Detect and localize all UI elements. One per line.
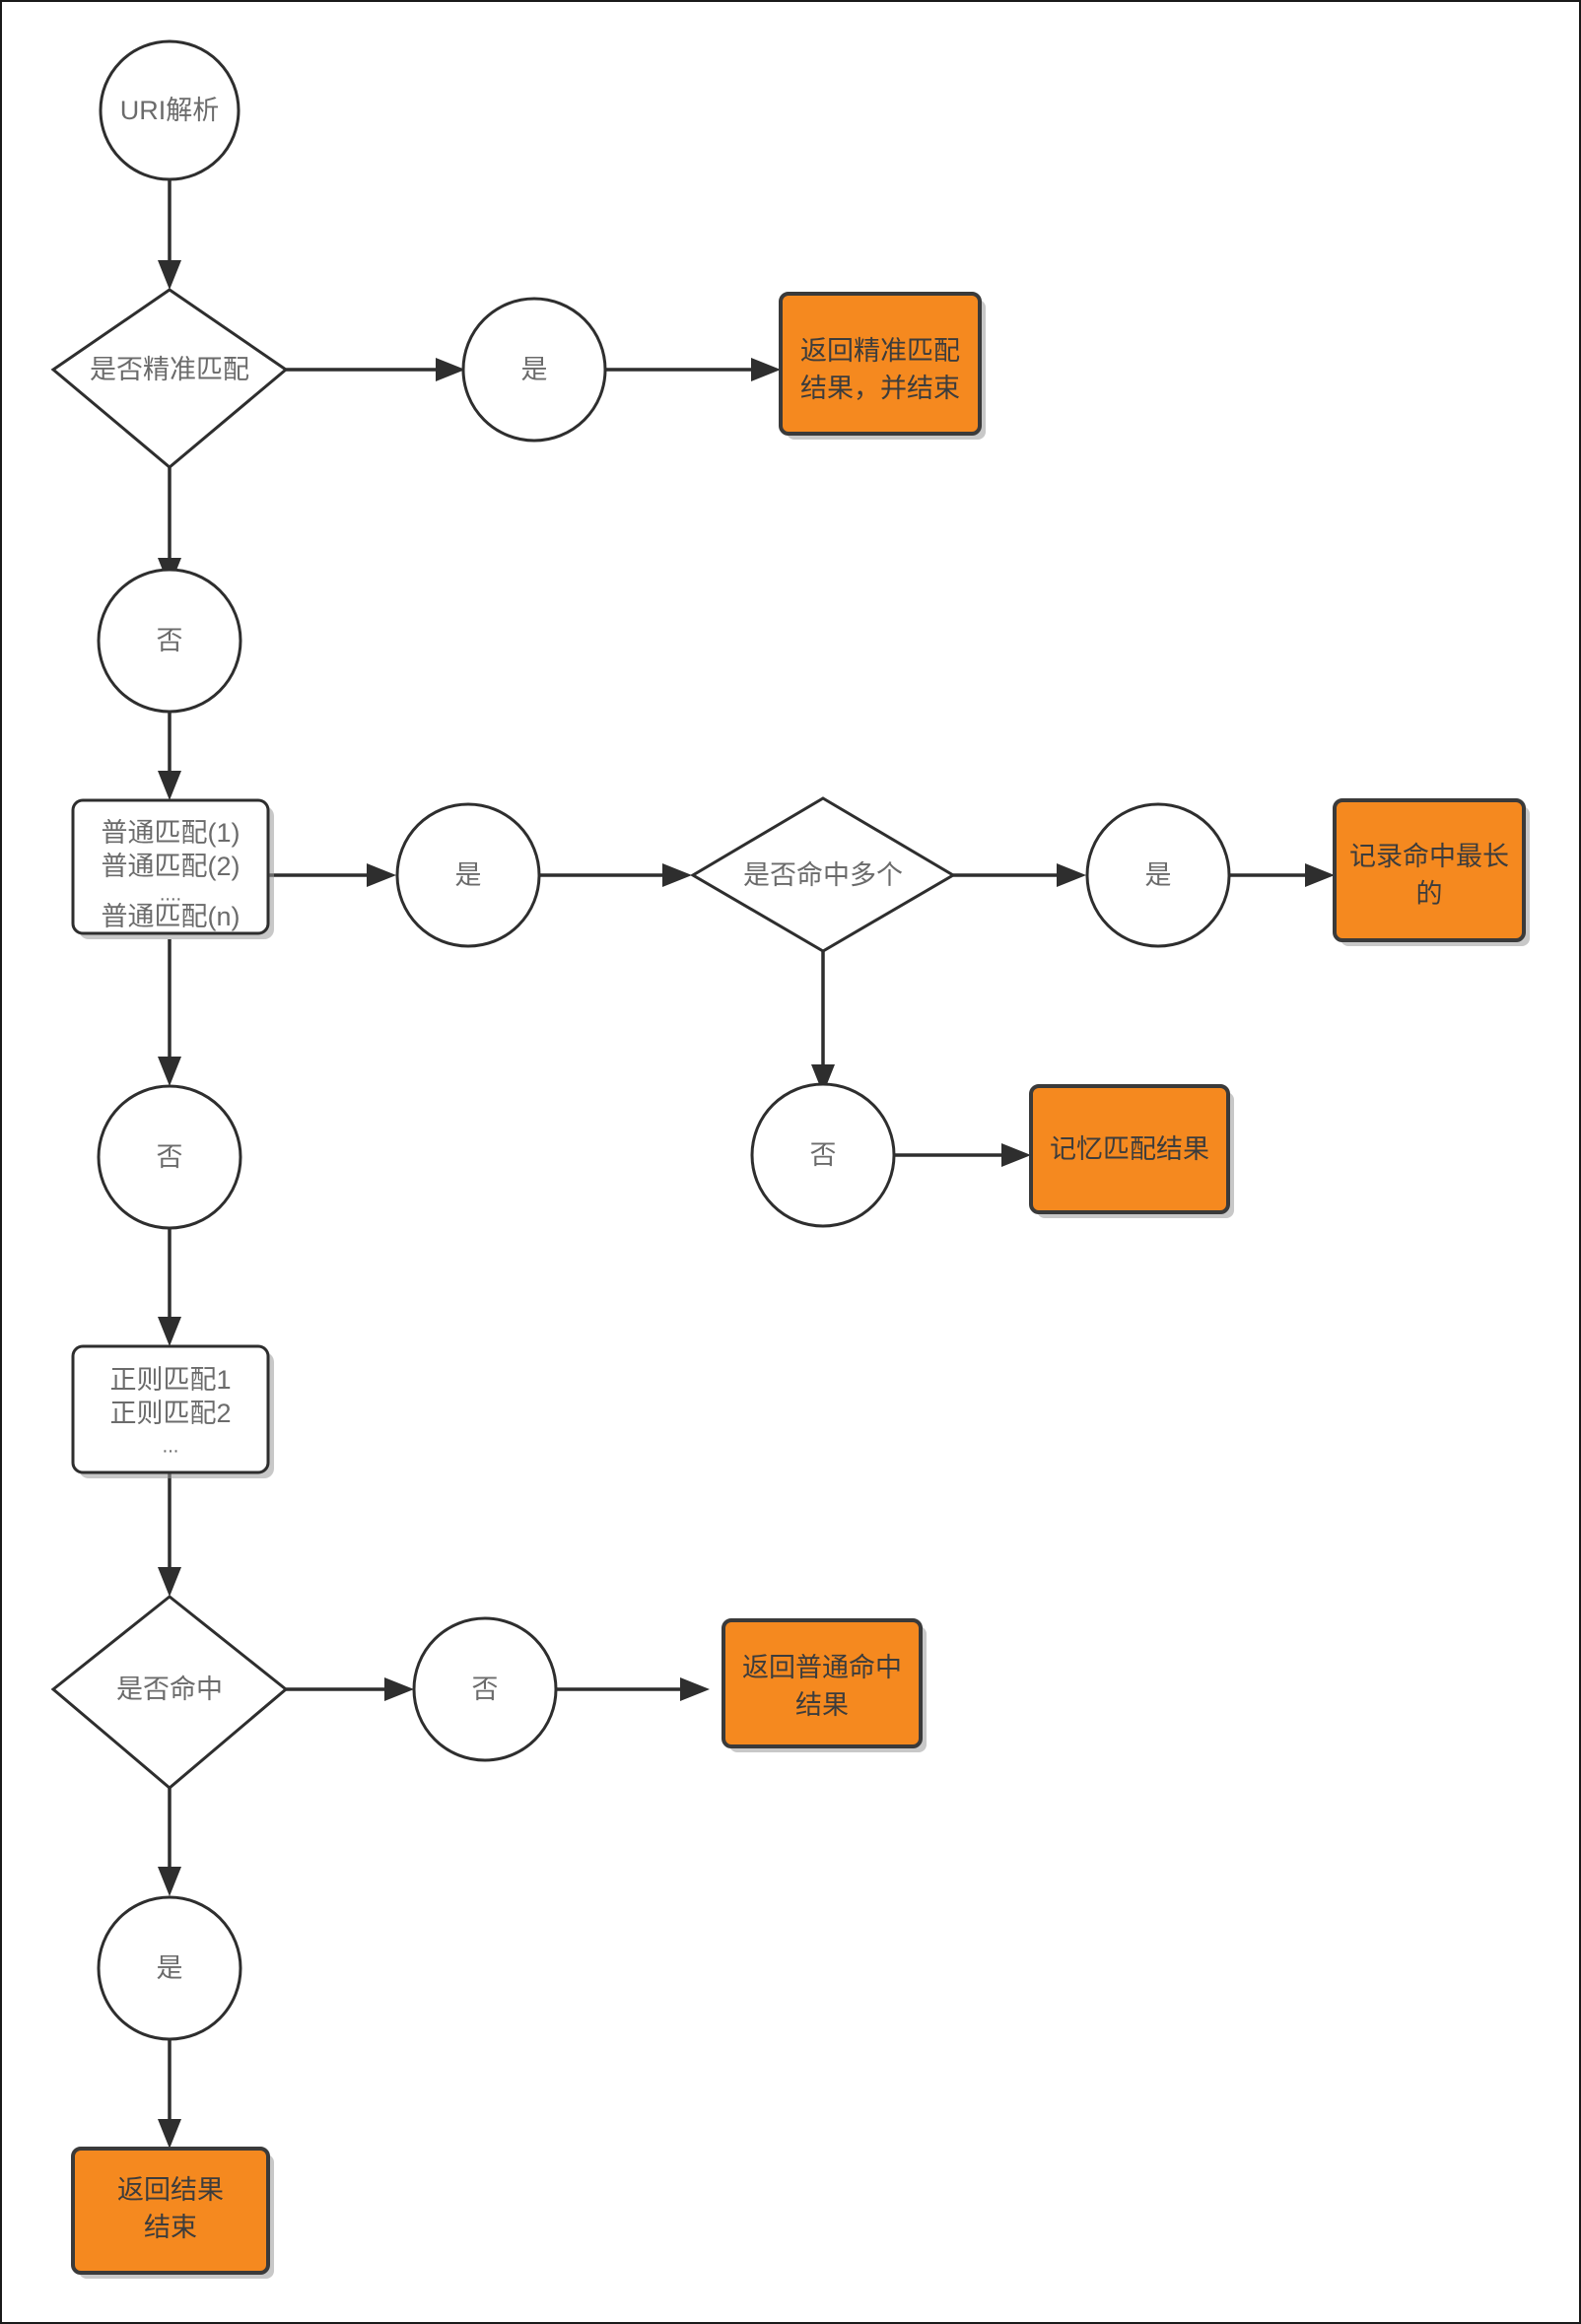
node-memory-result-label: 记忆匹配结果 xyxy=(1050,1134,1209,1164)
node-regex-match-line-2: 正则匹配2 xyxy=(109,1399,231,1428)
node-normal-no[interactable]: 否 xyxy=(97,1084,242,1230)
edge-hit-decision-to-yes xyxy=(158,1788,181,1896)
node-record-longest[interactable]: 记录命中最长 的 xyxy=(1333,798,1530,946)
edge-hit-yes-to-final-result xyxy=(158,2040,181,2149)
node-hit-no-label: 否 xyxy=(472,1675,499,1704)
node-record-longest-label-line2: 的 xyxy=(1416,879,1443,909)
node-multi-yes[interactable]: 是 xyxy=(1085,802,1231,948)
node-normal-match-list[interactable]: 普通匹配(1) 普通匹配(2) .... 普通匹配(n) xyxy=(71,798,274,939)
node-decision-multi-hit-label: 是否命中多个 xyxy=(743,860,903,890)
node-multi-no-label: 否 xyxy=(810,1140,837,1170)
node-decision-multi-hit[interactable]: 是否命中多个 xyxy=(690,796,956,953)
node-multi-no[interactable]: 否 xyxy=(750,1082,896,1228)
edge-normal-yes-to-multi-decision xyxy=(539,863,692,887)
node-normal-match-line-4: 普通匹配(n) xyxy=(102,902,241,931)
node-regex-match-line-1: 正则匹配1 xyxy=(109,1365,231,1395)
node-normal-hit-result[interactable]: 返回普通命中 结果 xyxy=(722,1618,927,1752)
edge-exact-decision-to-yes xyxy=(286,358,465,381)
edge-regex-match-to-hit-decision xyxy=(158,1472,181,1597)
node-normal-match-line-2: 普通匹配(2) xyxy=(102,852,241,881)
node-decision-exact-match-label: 是否精准匹配 xyxy=(90,355,249,384)
edge-normal-no-to-regex-match xyxy=(158,1229,181,1346)
edge-hit-decision-to-no xyxy=(286,1677,414,1701)
edge-normal-match-to-yes xyxy=(268,863,396,887)
node-normal-hit-result-label-line1: 返回普通命中 xyxy=(742,1653,902,1682)
node-exact-result[interactable]: 返回精准匹配 结果，并结束 xyxy=(779,292,986,440)
node-exact-no-label: 否 xyxy=(157,626,183,655)
edge-multi-decision-to-no xyxy=(811,951,835,1094)
node-exact-result-label-line1: 返回精准匹配 xyxy=(800,336,960,366)
edge-multi-yes-to-record-longest xyxy=(1229,863,1335,887)
edge-multi-decision-to-yes xyxy=(953,863,1086,887)
node-normal-hit-result-label-line2: 结果 xyxy=(795,1690,849,1720)
edge-exact-no-to-normal-match xyxy=(158,712,181,800)
nodes-layer: URI解析 是否精准匹配 是 返回精准匹配 结果，并结束 否 普通匹配 xyxy=(50,39,1530,2279)
node-memory-result[interactable]: 记忆匹配结果 xyxy=(1029,1084,1234,1218)
node-exact-no[interactable]: 否 xyxy=(97,568,242,714)
node-final-result[interactable]: 返回结果 结束 xyxy=(71,2147,274,2279)
node-final-result-label-line1: 返回结果 xyxy=(117,2175,224,2205)
edge-multi-no-to-memory-result xyxy=(895,1143,1031,1167)
node-normal-match-line-1: 普通匹配(1) xyxy=(102,818,241,848)
node-final-result-label-line2: 结束 xyxy=(144,2213,197,2242)
node-regex-match-line-3: ... xyxy=(163,1435,179,1457)
edge-exact-yes-to-result xyxy=(606,358,781,381)
node-exact-yes-label: 是 xyxy=(521,355,548,384)
node-regex-match-list[interactable]: 正则匹配1 正则匹配2 ... xyxy=(71,1344,274,1478)
edge-hit-no-to-normal-hit-result xyxy=(556,1677,710,1701)
node-normal-yes-label: 是 xyxy=(455,860,482,890)
node-exact-yes[interactable]: 是 xyxy=(461,297,607,443)
node-exact-result-label-line2: 结果，并结束 xyxy=(800,374,960,403)
edge-start-to-exact-decision xyxy=(158,179,181,290)
node-hit-no[interactable]: 否 xyxy=(412,1616,558,1762)
node-decision-hit[interactable]: 是否命中 xyxy=(50,1595,289,1790)
node-decision-exact-match[interactable]: 是否精准匹配 xyxy=(50,288,289,469)
edges-layer xyxy=(158,179,1335,2149)
node-normal-no-label: 否 xyxy=(157,1142,183,1172)
node-start-label: URI解析 xyxy=(120,96,220,125)
node-hit-yes-label: 是 xyxy=(157,1953,183,1983)
edge-normal-match-to-no xyxy=(158,939,181,1086)
node-multi-yes-label: 是 xyxy=(1145,860,1172,890)
node-normal-yes[interactable]: 是 xyxy=(395,802,541,948)
node-hit-yes[interactable]: 是 xyxy=(97,1895,242,2041)
node-normal-match-line-3: .... xyxy=(160,883,181,905)
node-decision-hit-label: 是否命中 xyxy=(116,1675,223,1704)
node-start[interactable]: URI解析 xyxy=(99,39,241,181)
node-record-longest-label-line1: 记录命中最长 xyxy=(1349,842,1509,871)
